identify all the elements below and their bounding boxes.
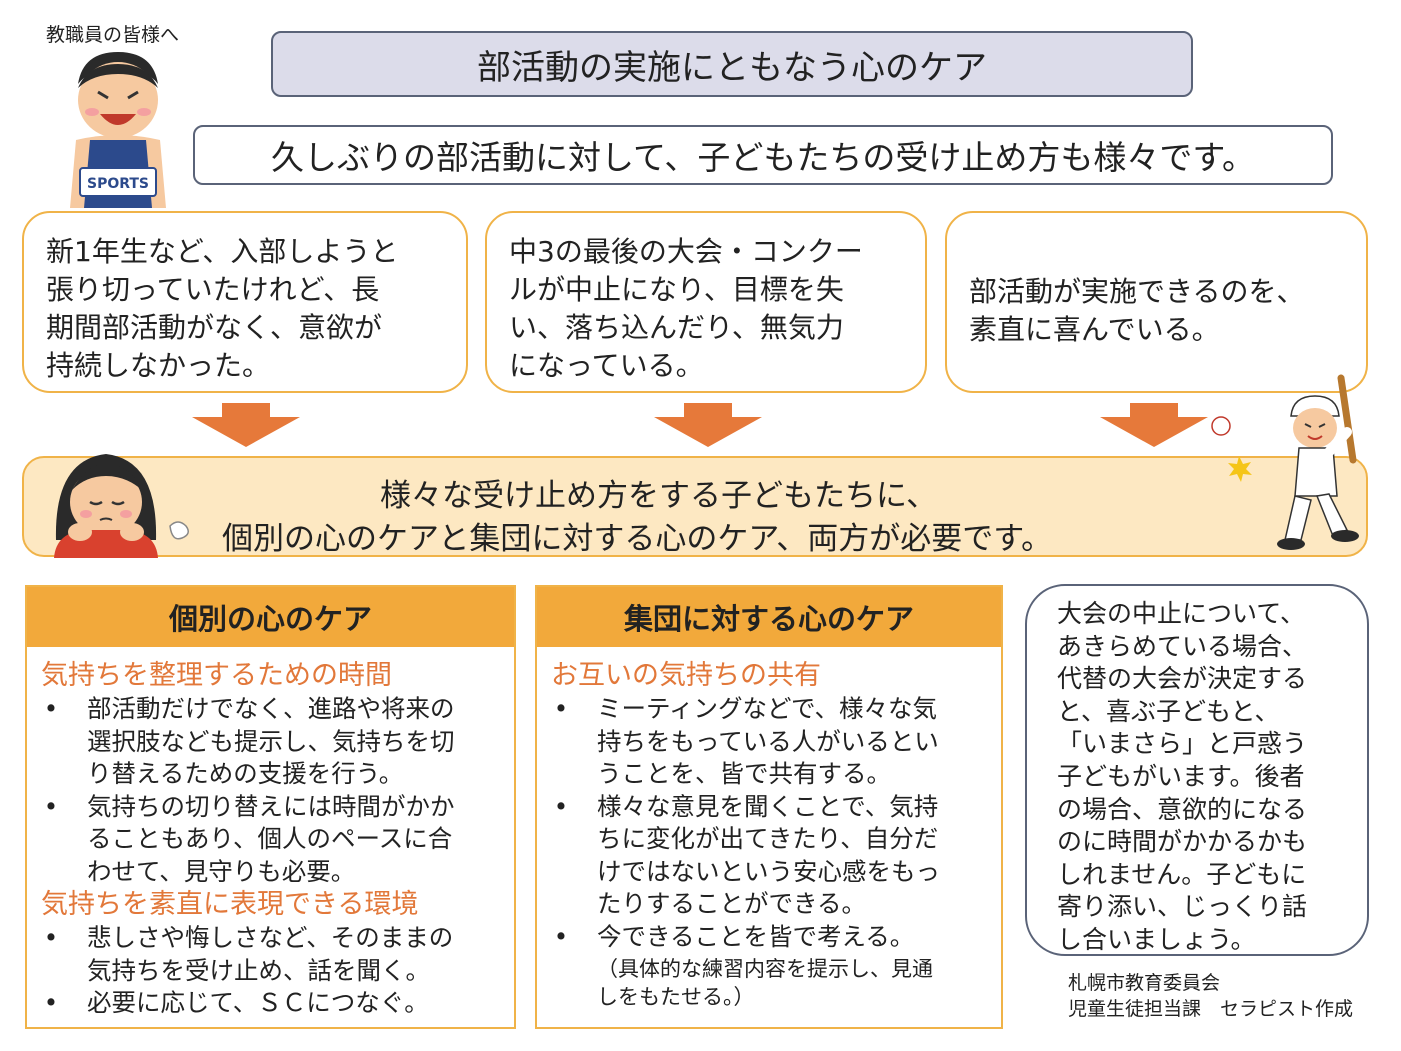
side-note-line: のに時間がかかるかも bbox=[1057, 827, 1308, 857]
bullet-list: • 悲しさや悔しさなど、そのままの 気持ちを受け止め、話を聞く。 • 必要に応じ… bbox=[41, 922, 504, 1020]
credit-organization: 札幌市教育委員会 bbox=[1068, 972, 1221, 994]
group-care-heading: 集団に対する心のケア bbox=[537, 587, 1001, 647]
case-line: 部活動が実施できるのを、 bbox=[969, 275, 1305, 308]
case-line: ルが中止になり、目標を失 bbox=[509, 273, 844, 306]
section-title: 気持ちを整理するための時間 bbox=[41, 660, 392, 691]
side-note-box: 大会の中止について、 あきらめている場合、 代替の大会が決定する と、喜ぶ子ども… bbox=[1025, 584, 1369, 956]
bullet-line: 持ちをもっている人がいるとい bbox=[597, 726, 939, 756]
banner-line-1: 様々な受け止め方をする子どもたちに、 bbox=[380, 478, 938, 514]
side-note-line: あきらめている場合、 bbox=[1057, 631, 1308, 661]
list-item: • 必要に応じて、ＳＣにつなぐ。 bbox=[41, 987, 504, 1020]
down-arrow-icon bbox=[192, 403, 300, 447]
bullet-list: • 部活動だけでなく、進路や将来の 選択肢なども提示し、気持ちを切 り替えるため… bbox=[41, 693, 504, 888]
page-title: 部活動の実施にともなう心のケア bbox=[271, 31, 1193, 97]
banner-line-2: 個別の心のケアと集団に対する心のケア、両方が必要です。 bbox=[222, 521, 1053, 557]
bullet-line: けではないという安心感をもっ bbox=[597, 856, 940, 886]
bullet-dot: • bbox=[43, 791, 59, 821]
bullet-dot: • bbox=[553, 921, 569, 951]
list-item: • 気持ちの切り替えには時間がかか ることもあり、個人のペースに合 わせて、見守… bbox=[41, 791, 504, 889]
bullet-line: 今できることを皆で考える。 bbox=[597, 921, 915, 951]
down-arrow-icon bbox=[654, 403, 762, 447]
list-item: • 悲しさや悔しさなど、そのままの 気持ちを受け止め、話を聞く。 bbox=[41, 922, 504, 987]
bullet-list: • ミーティングなどで、様々な気 持ちをもっている人がいるとい うことを、皆で共… bbox=[551, 693, 991, 1011]
bullet-line: うことを、皆で共有する。 bbox=[597, 759, 891, 788]
case-line: 持続しなかった。 bbox=[46, 349, 271, 382]
bullet-line: ることもあり、個人のペースに合 bbox=[87, 824, 453, 853]
bullet-dot: • bbox=[43, 694, 59, 723]
credit-block: 札幌市教育委員会 児童生徒担当課 セラピスト作成 bbox=[1068, 970, 1353, 1022]
case-line: 素直に喜んでいる。 bbox=[969, 313, 1220, 346]
side-note-line: 大会の中止について、 bbox=[1057, 599, 1306, 628]
sports-sign-text: SPORTS bbox=[87, 176, 149, 192]
bullet-line: 必要に応じて、ＳＣにつなぐ。 bbox=[87, 988, 429, 1017]
sports-boy-illustration: SPORTS bbox=[70, 52, 166, 208]
list-item: • 様々な意見を聞くことで、気持 ちに変化が出てきたり、自分だ けではないという… bbox=[551, 791, 991, 921]
side-note-line: 寄り添い、じっくり話 bbox=[1057, 892, 1308, 922]
individual-care-heading: 個別の心のケア bbox=[27, 587, 514, 647]
list-item: • ミーティングなどで、様々な気 持ちをもっている人がいるとい うことを、皆で共… bbox=[551, 693, 991, 791]
case-box-happy: 部活動が実施できるのを、 素直に喜んでいる。 bbox=[945, 211, 1368, 393]
section-title: 気持ちを素直に表現できる環境 bbox=[41, 889, 419, 920]
audience-label: 教職員の皆様へ bbox=[46, 24, 180, 46]
case-line: になっている。 bbox=[509, 349, 704, 382]
bullet-dot: • bbox=[553, 694, 569, 723]
individual-care-panel: 個別の心のケア 気持ちを整理するための時間 • 部活動だけでなく、進路や将来の … bbox=[25, 585, 516, 1029]
side-note-line: と、喜ぶ子どもと、 bbox=[1057, 696, 1280, 726]
bullet-line: 部活動だけでなく、進路や将来の bbox=[87, 694, 455, 723]
bullet-dot: • bbox=[553, 791, 569, 821]
bullet-dot: • bbox=[43, 923, 59, 952]
sad-girl-illustration bbox=[54, 454, 189, 558]
bullet-line: ちに変化が出てきたり、自分だ bbox=[597, 824, 939, 853]
side-note-line: しれません。子どもに bbox=[1057, 859, 1307, 889]
list-item: • 部活動だけでなく、進路や将来の 選択肢なども提示し、気持ちを切 り替えるため… bbox=[41, 693, 504, 791]
side-note-line: 子どもがいます。後者 bbox=[1057, 761, 1305, 791]
group-care-panel: 集団に対する心のケア お互いの気持ちの共有 • ミーティングなどで、様々な気 持… bbox=[535, 585, 1003, 1029]
case-box-first-year: 新1年生など、入部しようと 張り切っていたけれど、長 期間部活動がなく、意欲が … bbox=[22, 211, 468, 393]
section-title: お互いの気持ちの共有 bbox=[551, 660, 821, 691]
summary-banner bbox=[22, 456, 1368, 557]
credit-department: 児童生徒担当課 セラピスト作成 bbox=[1068, 998, 1354, 1020]
bullet-line: 選択肢なども提示し、気持ちを切 bbox=[87, 726, 455, 756]
case-line: 期間部活動がなく、意欲が bbox=[46, 311, 383, 344]
case-line: い、落ち込んだり、無気力 bbox=[509, 311, 844, 344]
bullet-line: 気持ちを受け止め、話を聞く。 bbox=[87, 955, 430, 985]
case-line: 中3の最後の大会・コンクー bbox=[509, 235, 863, 268]
bullet-line: 悲しさや悔しさなど、そのままの bbox=[87, 923, 454, 952]
case-line: 新1年生など、入部しようと bbox=[46, 235, 399, 268]
bullet-line: 様々な意見を聞くことで、気持 bbox=[597, 791, 939, 821]
bullet-line: わせて、見守りも必要。 bbox=[87, 856, 356, 886]
baseball-player-illustration bbox=[1211, 374, 1359, 550]
bullet-dot: • bbox=[43, 988, 59, 1017]
side-note-line: し合いましょう。 bbox=[1057, 924, 1256, 954]
side-note-line: 「いまさら」と戸惑う bbox=[1057, 729, 1308, 759]
bullet-line: り替えるための支援を行う。 bbox=[87, 759, 404, 788]
bullet-line: ミーティングなどで、様々な気 bbox=[597, 694, 938, 723]
list-item: • 今できることを皆で考える。 （具体的な練習内容を提示し、見通 しをもたせる。… bbox=[551, 921, 991, 1012]
side-note-line: 代替の大会が決定する bbox=[1057, 664, 1308, 694]
down-arrow-icon bbox=[1100, 403, 1208, 447]
case-line: 張り切っていたけれど、長 bbox=[46, 273, 380, 306]
side-note-line: の場合、意欲的になる bbox=[1057, 794, 1308, 824]
note-line: （具体的な練習内容を提示し、見通 bbox=[597, 957, 933, 981]
note-line: しをもたせる。） bbox=[597, 985, 755, 1009]
case-box-third-year: 中3の最後の大会・コンクー ルが中止になり、目標を失 い、落ち込んだり、無気力 … bbox=[485, 211, 927, 393]
bullet-line: 気持ちの切り替えには時間がかか bbox=[87, 791, 455, 821]
page-subtitle: 久しぶりの部活動に対して、子どもたちの受け止め方も様々です。 bbox=[193, 125, 1333, 185]
bullet-line: たりすることができる。 bbox=[597, 889, 867, 918]
